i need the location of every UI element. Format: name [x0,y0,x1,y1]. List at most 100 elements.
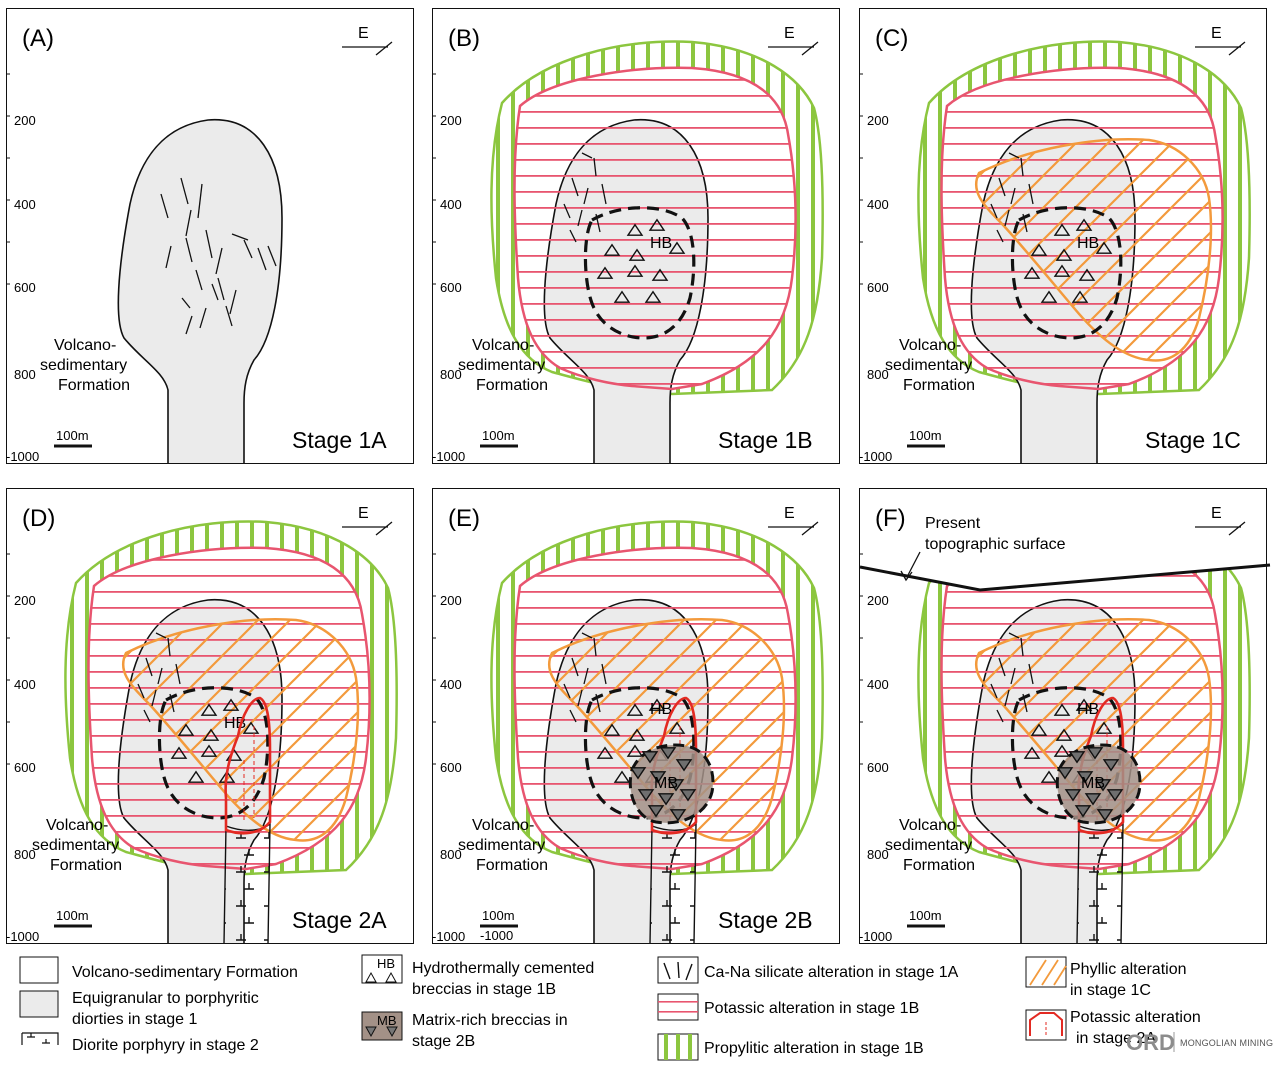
hb-clast [1023,746,1041,759]
topo-label-line1: Present [925,515,981,532]
cana-veinlet [577,689,583,707]
depth-tick-label: 400 [867,677,889,692]
hb-clast [628,728,646,741]
stage-label: Stage 1B [718,427,813,453]
cana-veinlet [175,663,181,685]
cana-veinlet [1020,637,1024,657]
depth-tick-label: -1000 [6,449,39,464]
svg-text:E: E [1211,505,1222,522]
formation-label-1: Volcano- [472,817,534,834]
legend-diorite-line1: Equigranular to porphyritic [72,990,259,1007]
mb-clast [649,771,667,784]
formation-label-1: Volcano- [54,337,116,354]
mb-clast [1084,793,1102,806]
cana-veinlet [229,289,237,315]
formation-label-3: Formation [476,377,548,394]
cana-veinlet [185,315,193,335]
diorite-porphyry [1076,823,1124,944]
cana-veinlet [155,632,167,639]
hb-clast [1040,290,1058,303]
mb-clast [641,751,659,764]
cana-veinlet [593,637,597,657]
hb-clast [1075,698,1093,711]
cana-veinlet [1004,209,1010,227]
hb-label: HB [1077,701,1099,718]
hb-clast [628,248,646,261]
hb-clast [644,290,662,303]
panel-c: HB(C)Stage 1CE200400600800-1000100mVolca… [859,8,1267,464]
cana-veinlet [185,209,192,237]
svg-text:MB: MB [377,1013,397,1028]
hb-clast [596,266,614,279]
hb-clast [1095,241,1113,254]
cana-veinlet [990,203,998,219]
legend: Volcano-sedimentary Formation Equigranul… [19,954,1273,1061]
hb-clast [626,264,644,277]
hb-clast [603,243,621,256]
cana-veinlet [998,177,1006,197]
formation-label-2: sedimentary [40,357,127,374]
hb-clast [648,218,666,231]
mb-clast [1068,751,1086,764]
east-arrow-icon: E [1195,505,1246,536]
mb-clast [1086,747,1104,760]
panel-frame [859,8,1267,464]
legend-diorite-line2: diorties in stage 1 [72,1011,198,1028]
hb-clast [668,241,686,254]
panel-letter: (C) [875,25,908,52]
legend-swatch-phyllic [1025,956,1067,988]
topographic-surface: Present topographic surface [859,515,1271,592]
cana-veinlet [581,152,593,159]
mb-clast [1094,779,1112,792]
legend-potassic2a-line1: Potassic alteration [1070,1009,1201,1026]
hb-clast [648,698,666,711]
mb-clast [667,779,685,792]
cana-veinlet [593,157,597,177]
depth-tick-label: 800 [440,847,462,862]
cana-veinlet [1020,157,1024,177]
formation-label-1: Volcano- [899,817,961,834]
hb-clast [1053,703,1071,716]
formation-label-3: Formation [903,857,975,874]
cana-veinlet [257,247,267,271]
legend-potassic2a-line2: in stage 2A [1076,1030,1156,1047]
legend-mb-line2: stage 2B [412,1033,475,1050]
cana-veinlet [151,689,157,707]
svg-text:E: E [784,25,795,42]
depth-tick-label: 800 [14,367,36,382]
depth-tick-label: -1000 [432,449,465,464]
depth-tick-label: 400 [14,197,36,212]
scale-bar-label: 100m [909,428,942,443]
svg-text:E: E [784,505,795,522]
svg-text:ORD: ORD [1126,1030,1175,1055]
depth-tick-label: 600 [14,760,36,775]
hb-clast [1030,243,1048,256]
legend-porphyry: Diorite porphyry in stage 2 [72,1037,259,1054]
panel-frame [432,488,840,944]
hb-clast [177,723,195,736]
mb-clast [1106,789,1124,802]
mb-clast [659,747,677,760]
depth-tick-label: 800 [867,847,889,862]
cana-veinlet [581,632,593,639]
hb-clast [200,744,218,757]
svg-text:E: E [358,505,369,522]
panel-letter: (A) [22,25,54,52]
scale-bar-label: 100m [482,908,515,923]
scale-bar-label: 100m [909,908,942,923]
depth-tick-label: 200 [440,113,462,128]
formation-label-1: Volcano- [899,337,961,354]
hb-clast [1071,290,1089,303]
legend-cana: Ca-Na silicate alteration in stage 1A [704,964,959,981]
formation-label-3: Formation [903,377,975,394]
legend-swatch-mb: MB [361,1011,403,1041]
legend-swatch-potassic2a [1025,1009,1067,1041]
stage-label: Stage 1C [1145,427,1241,453]
legend-volcano: Volcano-sedimentary Formation [72,964,298,981]
stage-label: Stage 2B [718,907,813,933]
mb-label: MB [654,775,678,792]
depth-tick-label: -1000 [859,449,892,464]
legend-swatch-hb: HB [361,954,403,984]
legend-hb-line2: breccias in stage 1B [412,981,556,998]
cana-veinlet [137,683,145,699]
